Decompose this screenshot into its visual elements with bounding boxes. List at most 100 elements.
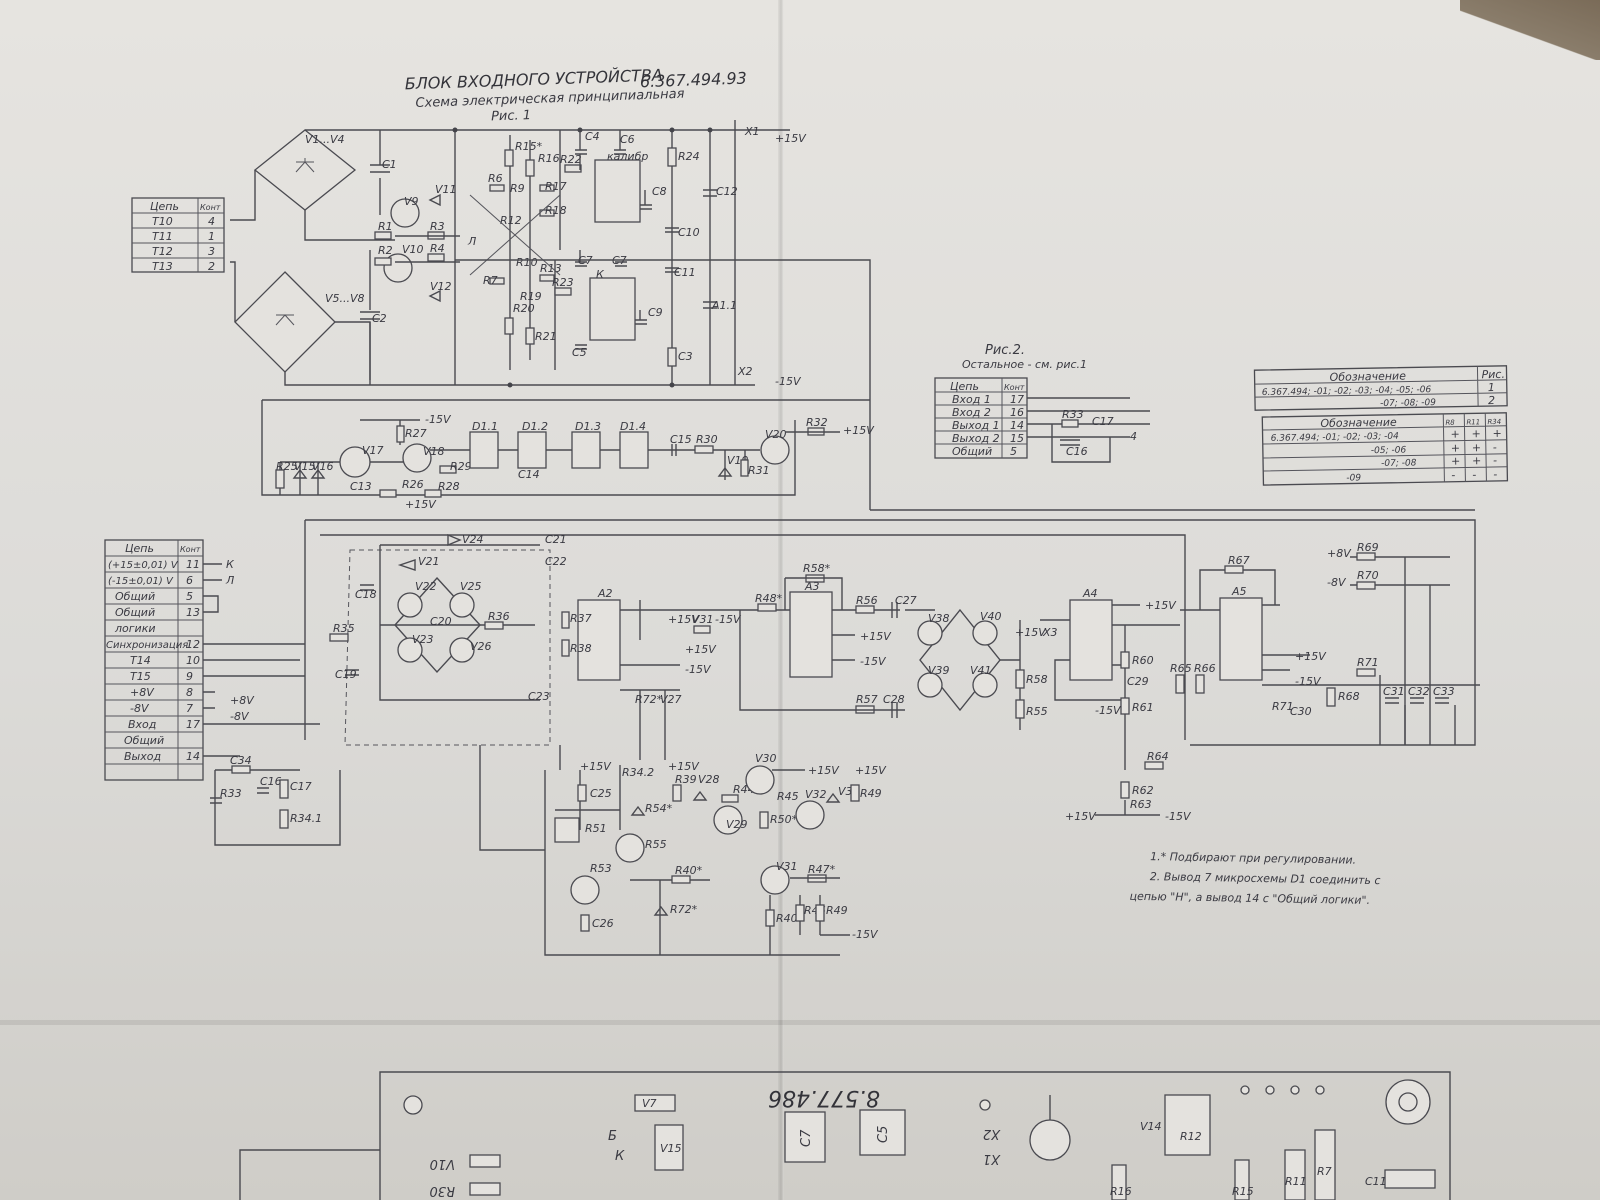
- label-r64: R64: [1147, 750, 1169, 763]
- transistor-v34: [745, 765, 775, 795]
- svg-text:-: -: [1493, 441, 1497, 454]
- board-pin: [979, 1099, 991, 1111]
- label-c12: A1.1: [711, 299, 737, 312]
- svg-text:12: 12: [186, 638, 200, 651]
- label-a1-2: К: [596, 268, 605, 281]
- svg-text:+8V: +8V: [130, 686, 155, 699]
- label-plus15v-a2: +15V: [685, 643, 717, 656]
- resistor-r55-v: [1015, 699, 1025, 719]
- svg-text:+: +: [1451, 455, 1460, 468]
- label-r70: R70: [1357, 569, 1379, 582]
- resistor-r23: [667, 147, 677, 167]
- label-r46: V31: [692, 613, 714, 626]
- label-r5: R6: [488, 172, 503, 185]
- label-r3: R3: [430, 220, 445, 233]
- label-v15: V15: [294, 460, 316, 473]
- board-r15: [1234, 1159, 1250, 1200]
- resistor-r56: [855, 605, 875, 614]
- label-c14: C14: [518, 468, 540, 481]
- background-table: [1460, 0, 1600, 60]
- label-v24: V24: [462, 533, 484, 546]
- label-plus15v-v34: +15V: [808, 764, 840, 777]
- fig2-header-circuit: Цепь: [950, 380, 979, 393]
- svg-text:+: +: [1451, 442, 1460, 455]
- table-main-header-circuit: Цепь: [125, 542, 154, 555]
- label-c10: C11: [674, 266, 696, 279]
- svg-text:-05; -06: -05; -06: [1371, 446, 1407, 457]
- board-label-r11: R11: [1285, 1175, 1307, 1188]
- resistor-r44: [672, 784, 682, 802]
- label-r58star: R58*: [803, 562, 831, 575]
- label-r54: R49: [826, 904, 848, 917]
- label-r22: R23: [552, 276, 574, 289]
- svg-text:11: 11: [186, 558, 200, 571]
- label-c9: C10: [678, 226, 700, 239]
- resistor-r5: [489, 184, 505, 192]
- label-v1-v4: V1...V4: [305, 133, 345, 146]
- label-plus15v-v36: +15V: [855, 764, 887, 777]
- label-r71: R71: [1357, 656, 1379, 669]
- resistor-r6: [489, 277, 505, 285]
- label-plus15v-r46: +15V: [668, 613, 700, 626]
- top-power-section: V1...V4 V5...V8 C1 C2 V9 V10 V11 V12 R1 …: [230, 120, 871, 510]
- svg-text:14: 14: [1010, 419, 1024, 432]
- label-r45: R40*: [675, 864, 703, 877]
- resistor-r4: [427, 253, 445, 262]
- svg-text:Общий: Общий: [115, 590, 155, 603]
- table-top-header-circuit: Цепь: [150, 200, 179, 213]
- gate-d1-1: [469, 431, 499, 469]
- label-r7: R9: [510, 182, 525, 195]
- svg-text:Общий: Общий: [124, 734, 164, 747]
- label-minus8v: -8V: [1327, 576, 1347, 589]
- label-c22: C22: [545, 555, 567, 568]
- opamp-a3: [789, 591, 833, 678]
- svg-text:16: 16: [1010, 406, 1024, 419]
- table-row: Общий: [124, 734, 164, 747]
- svg-text:2: 2: [208, 260, 215, 273]
- svg-text:6.367.494; -01; -02; -03; -04: 6.367.494; -01; -02; -03; -04: [1271, 432, 1400, 444]
- label-plus15v-a4: +15V: [1145, 599, 1177, 612]
- title-fig: Рис. 1: [491, 108, 531, 124]
- opamp-a1-2: [589, 277, 636, 341]
- resistor-r28: [424, 489, 442, 498]
- svg-text:6.367.494; -01; -02; -03; -04;: 6.367.494; -01; -02; -03; -04; -05; -06: [1262, 385, 1432, 398]
- label-r35: R35: [333, 622, 355, 635]
- transistor-v27: [554, 817, 580, 843]
- svg-text:-8V: -8V: [130, 702, 150, 715]
- board-r30: [634, 1094, 676, 1112]
- resistor-r29: [439, 465, 457, 474]
- label-v34: V30: [755, 752, 777, 765]
- resistor-r13: [504, 149, 514, 167]
- desig1-header: Обозначение: [1329, 370, 1406, 384]
- board-label-k: К: [615, 1149, 625, 1164]
- label-r37: R37: [570, 612, 592, 625]
- svg-text:13: 13: [186, 606, 200, 619]
- resistor-r35: [329, 633, 349, 642]
- label-x1: X1: [744, 125, 760, 138]
- label-a4: A4: [1082, 587, 1098, 600]
- label-c17: C16: [260, 775, 282, 788]
- opamp-a1-1: [594, 159, 641, 223]
- label-v22: V22: [415, 580, 437, 593]
- resistor-r33-main: [231, 765, 251, 774]
- resistor-r22: [554, 287, 572, 296]
- label-r58: R58: [1026, 673, 1048, 686]
- resistor-r69: [1356, 552, 1376, 561]
- label-v16: V16: [312, 460, 334, 473]
- board-c7: [784, 1111, 826, 1163]
- label-c20: C20: [430, 615, 452, 628]
- board-label-b: Б: [608, 1129, 617, 1144]
- svg-text:Т11: Т11: [152, 230, 173, 243]
- board-c11: [1384, 1169, 1436, 1189]
- label-plus15v-r63: +15V: [1065, 810, 1097, 823]
- resistor-r45: [671, 875, 691, 884]
- label-minus15v-r63: -15V: [1165, 810, 1192, 823]
- fig2-block: Рис.2. Остальное - см. рис.1 Цепь Конт В…: [934, 343, 1150, 463]
